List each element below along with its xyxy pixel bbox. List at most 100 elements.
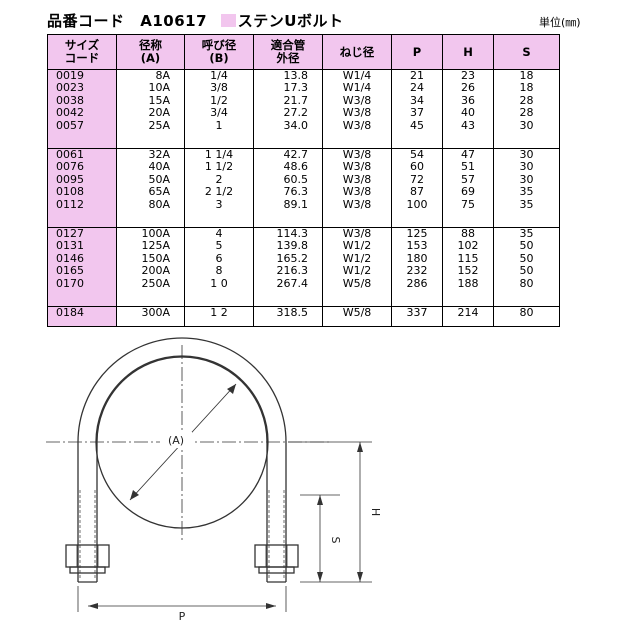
pipe-od-value: 216.3: [276, 264, 309, 278]
dim-p-value: 24: [410, 81, 424, 95]
dim-h-value: 188: [457, 276, 479, 290]
page-title: 品番コード A10617 ステンUボルト: [47, 10, 343, 31]
nominal-b-cell: 1 2: [184, 306, 254, 327]
label-h: H: [369, 508, 382, 516]
nominal-a-value: 32A: [148, 148, 170, 161]
label-s: S: [329, 537, 342, 544]
nominal-b-value: 1 2: [210, 306, 228, 319]
pipe-od-value: 17.3: [283, 81, 309, 95]
thread-size-value: W1/4: [342, 69, 372, 82]
pipe-od-value: 89.1: [283, 197, 309, 211]
size-code-value: 0023: [56, 81, 84, 95]
dim-h-value: 214: [457, 306, 479, 319]
nominal-a-value: 250A: [141, 276, 170, 290]
pipe-od-value: 165.2: [276, 251, 309, 265]
dim-h-cell: 214: [442, 306, 494, 327]
thread-size-value: W1/2: [342, 239, 372, 253]
thread-size-value: W1/2: [342, 264, 372, 278]
dim-p-value: 286: [406, 276, 428, 290]
size-code-value: 0112: [56, 197, 84, 211]
size-code-value: 0019: [56, 69, 84, 82]
header-p: P: [391, 34, 443, 70]
size-code-value: 0042: [56, 106, 84, 120]
nominal-b-value: 4: [215, 227, 223, 240]
dim-s-cell: 80: [493, 306, 560, 327]
nominal-b-value: 8: [215, 264, 223, 278]
dim-s-value: 30: [519, 160, 534, 174]
dim-p-value: 125: [406, 227, 428, 240]
thread-size-value: W1/4: [342, 81, 372, 95]
nut-left: [65, 544, 110, 568]
size-code-cell: 0184: [47, 306, 117, 327]
pipe-od-value: 139.8: [276, 239, 309, 253]
dim-s-value: 80: [519, 276, 534, 290]
dim-s-value: 28: [519, 93, 534, 107]
nut-right: [254, 544, 299, 568]
label-a: (A): [168, 434, 184, 447]
header-h: H: [442, 34, 494, 70]
dim-s-value: 50: [519, 239, 534, 253]
nominal-b-value: 1 0: [210, 276, 228, 290]
color-swatch: [220, 14, 236, 27]
size-code-value: 0095: [56, 172, 84, 186]
dim-p-value: 54: [410, 148, 424, 161]
thread-size-value: W3/8: [342, 106, 372, 120]
size-code-value: 0076: [56, 160, 84, 174]
thread-size-value: W3/8: [342, 172, 372, 186]
dim-p-value: 180: [406, 251, 428, 265]
dim-p-value: 232: [406, 264, 428, 278]
pipe-od-cell: 318.5: [253, 306, 323, 327]
dim-h-value: 23: [461, 69, 475, 82]
pipe-od-value: 60.5: [283, 172, 309, 186]
dim-h-value: 40: [461, 106, 475, 120]
pipe-od-value: 13.8: [283, 69, 309, 82]
nominal-a-value: 50A: [148, 172, 170, 186]
dim-p-value: 60: [410, 160, 424, 174]
dim-p-value: 100: [406, 197, 428, 211]
dim-h-value: 51: [461, 160, 475, 174]
dim-s-value: 35: [519, 227, 534, 240]
nominal-a-value: 15A: [148, 93, 170, 107]
header-size-code: サイズコード: [47, 34, 117, 70]
size-code-value: 0165: [56, 264, 84, 278]
pipe-od-value: 34.0: [283, 118, 309, 132]
dim-s-value: 30: [519, 172, 534, 186]
nominal-b-value: 5: [215, 239, 223, 253]
nominal-a-value: 150A: [141, 251, 170, 265]
size-code-value: 0131: [56, 239, 84, 253]
size-code-value: 0127: [56, 227, 84, 240]
washer-left: [69, 566, 106, 574]
header-s: S: [493, 34, 560, 70]
pipe-od-value: 21.7: [283, 93, 309, 107]
dim-h-value: 47: [461, 148, 475, 161]
header-pipe-od: 適合管外径: [253, 34, 323, 70]
nominal-b-value: 3: [215, 197, 223, 211]
nominal-b-value: 3/4: [210, 106, 228, 120]
title-label: 品番コード: [47, 12, 125, 30]
dim-s-value: 30: [519, 148, 534, 161]
thread-size-value: W3/8: [342, 118, 372, 132]
dim-h-value: 69: [461, 185, 475, 199]
dim-p-value: 37: [410, 106, 424, 120]
nominal-a-value: 80A: [148, 197, 170, 211]
header-nominal-b: 呼び径(B): [184, 34, 254, 70]
washer-right: [258, 566, 295, 574]
dim-h-value: 102: [457, 239, 479, 253]
nominal-b-value: 2 1/2: [204, 185, 234, 199]
nominal-a-value: 300A: [141, 306, 170, 319]
product-name: ステンUボルト: [237, 12, 344, 30]
nominal-b-value: 3/8: [210, 81, 228, 95]
spec-table: サイズコード 径称(A) 呼び径(B) 適合管外径 ねじ径 P H S 0019…: [47, 34, 560, 327]
pipe-od-value: 27.2: [283, 106, 309, 120]
dim-s-value: 30: [519, 118, 534, 132]
nominal-b-value: 1 1/4: [204, 148, 234, 161]
